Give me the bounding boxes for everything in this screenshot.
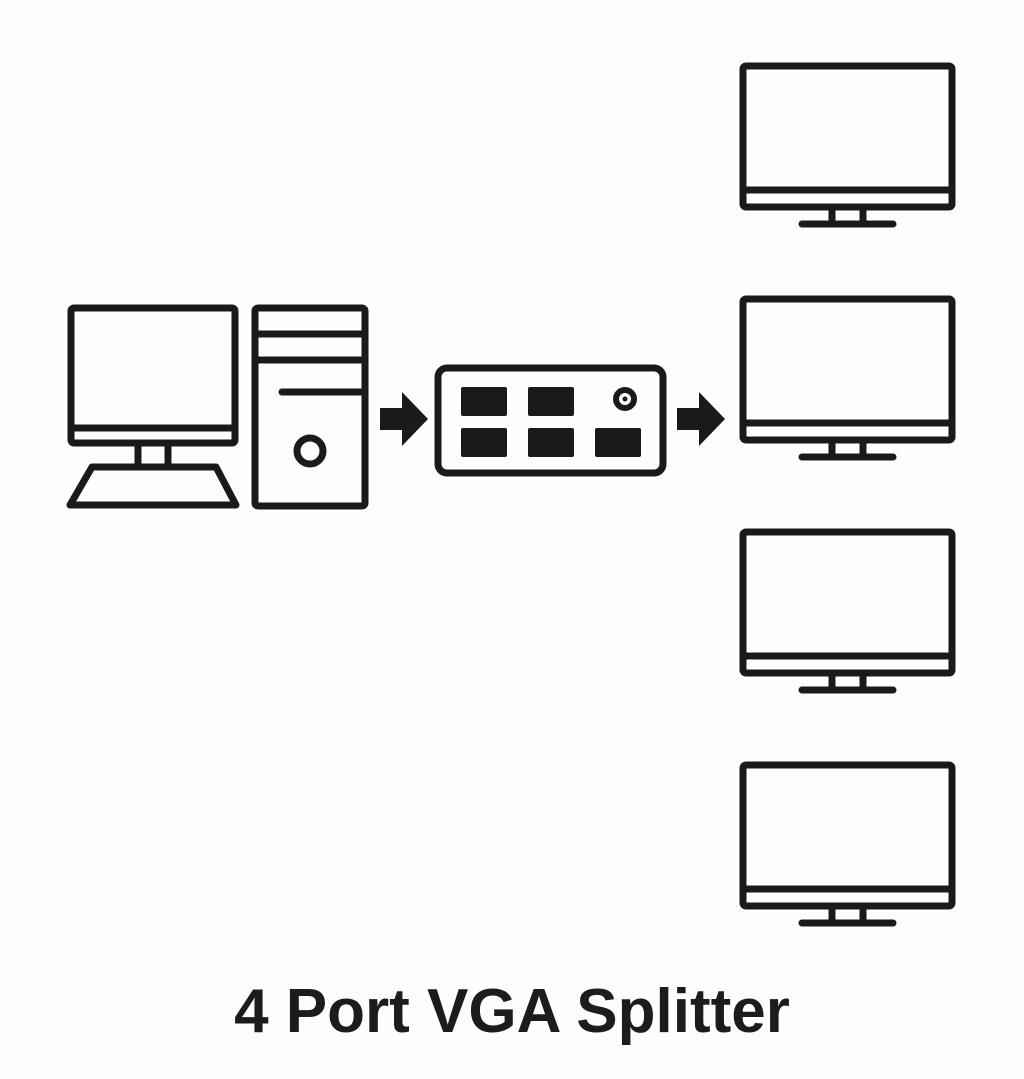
arrow-right-icon bbox=[380, 392, 428, 446]
monitor-icon bbox=[739, 295, 956, 461]
keyboard-icon bbox=[66, 463, 240, 509]
pc-tower-icon bbox=[251, 304, 369, 510]
monitor-icon bbox=[739, 62, 956, 228]
monitor-icon bbox=[739, 528, 956, 694]
vga-port-icon bbox=[461, 387, 641, 457]
diagram-caption: 4 Port VGA Splitter bbox=[234, 977, 790, 1046]
power-led-icon bbox=[613, 387, 637, 411]
vga-splitter-box-icon bbox=[434, 364, 667, 477]
desktop-monitor-icon bbox=[67, 304, 239, 471]
arrow-right-icon bbox=[677, 392, 725, 446]
monitor-icon bbox=[739, 761, 956, 927]
